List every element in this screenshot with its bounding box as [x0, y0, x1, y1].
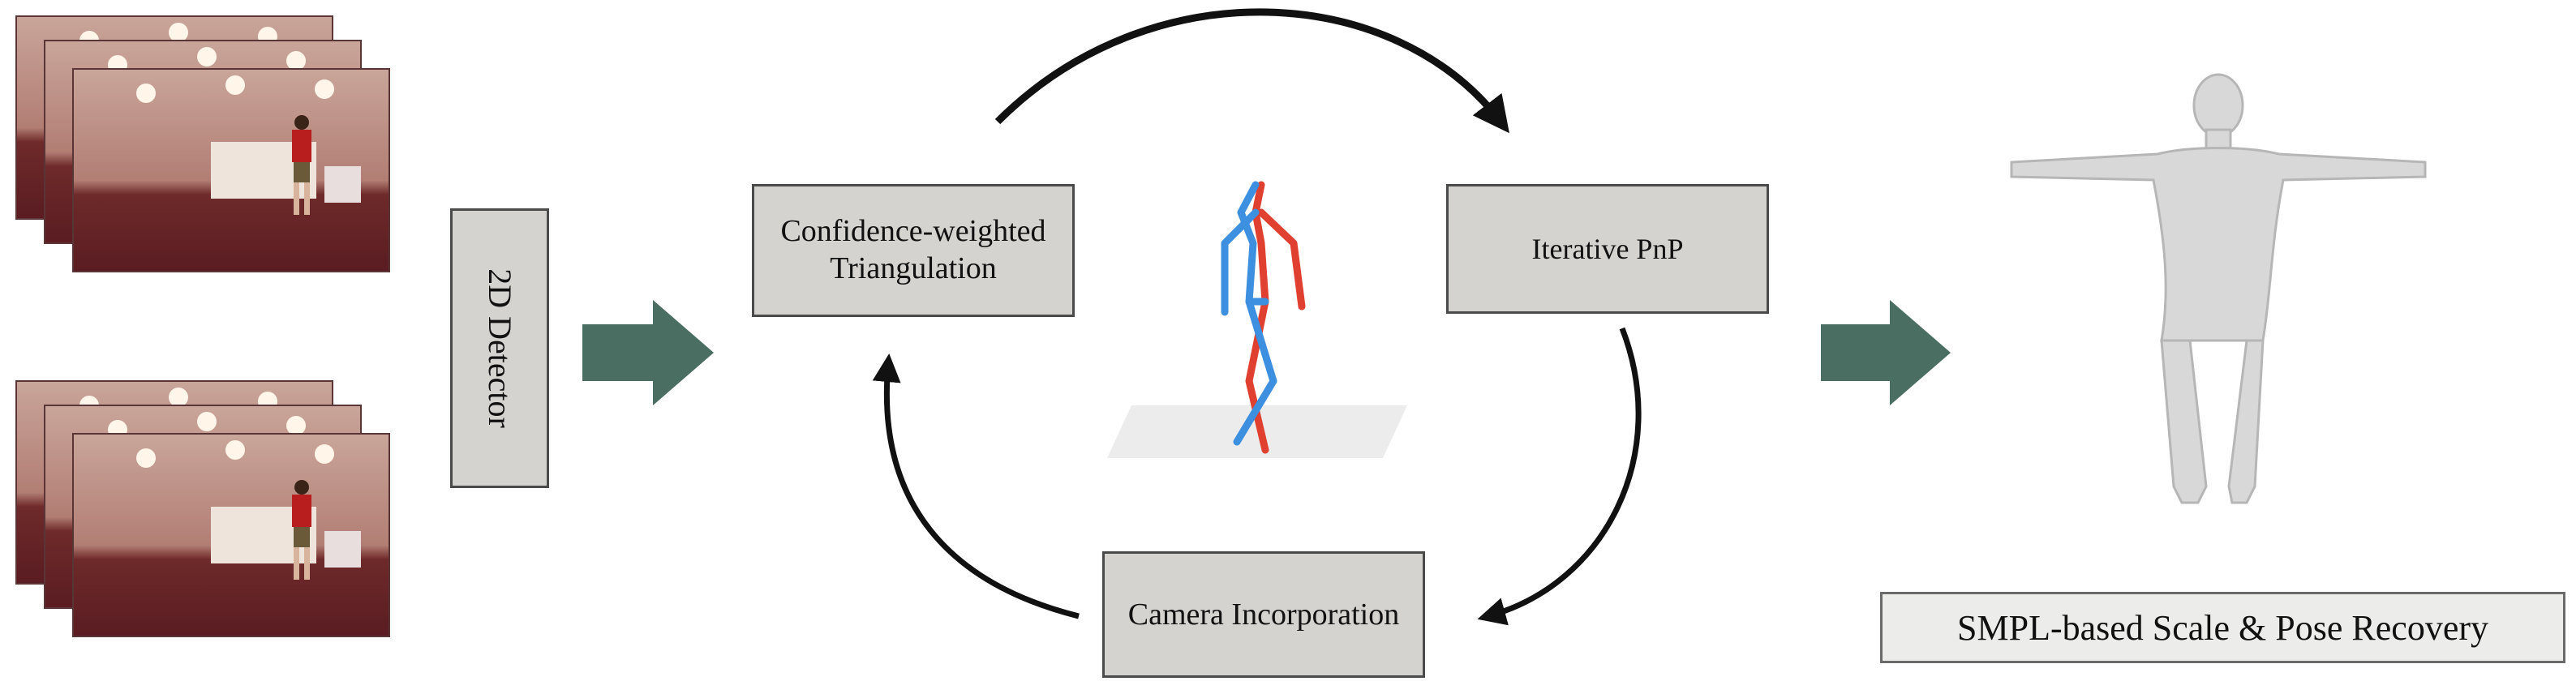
smpl-label: SMPL-based Scale & Pose Recovery	[1957, 607, 2488, 648]
ground-plane	[1107, 405, 1407, 458]
camera-box: Camera Incorporation	[1102, 551, 1425, 678]
triangulation-box: Confidence-weighted Triangulation	[752, 184, 1075, 317]
pnp-label: Iterative PnP	[1531, 233, 1684, 265]
cycle-arrow-right	[1477, 327, 1642, 626]
cycle-arrow-top	[994, 8, 1509, 134]
camera-label: Camera Incorporation	[1127, 598, 1400, 632]
triangulation-label-line1: Confidence-weighted	[780, 214, 1046, 249]
camera-frame-stack-bottom	[15, 380, 390, 637]
smpl-box: SMPL-based Scale & Pose Recovery	[1880, 592, 2565, 663]
triangulation-label-line2: Triangulation	[830, 251, 997, 285]
pnp-box: Iterative PnP	[1446, 184, 1769, 314]
detector-box: 2D Detector	[450, 208, 549, 488]
skeleton-3d	[1221, 181, 1306, 454]
camera-frame-stack-top	[15, 15, 390, 272]
cycle-arrow-left	[872, 353, 1080, 619]
arrow-to-triangulation	[582, 300, 714, 405]
smpl-body-mesh	[2010, 73, 2427, 504]
detector-label: 2D Detector	[481, 268, 518, 428]
arrow-to-smpl	[1821, 300, 1951, 405]
